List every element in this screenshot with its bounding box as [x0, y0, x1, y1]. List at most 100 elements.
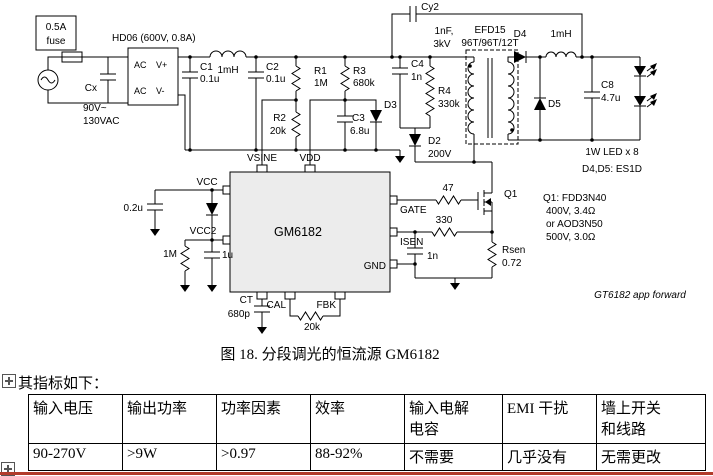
- cvcc-val-label: 0.2u: [124, 203, 143, 214]
- r1-ref-label: R1: [314, 66, 327, 77]
- c2-capacitor: [248, 71, 264, 79]
- q1-mosfet: [477, 162, 493, 242]
- c3-ref-label: C3: [352, 113, 365, 124]
- l2-val-label: 1mH: [550, 29, 571, 40]
- d4-diode: [514, 51, 527, 63]
- r4-resistor: [425, 65, 435, 117]
- rsen-resistor: [487, 241, 497, 268]
- r2-resistor: [291, 111, 301, 138]
- r3-val-label: 680k: [353, 78, 376, 89]
- pin-cal-label: CAL: [267, 300, 287, 311]
- cell-efficiency: 88-92%: [310, 443, 405, 471]
- rgate-val-label: 47: [442, 183, 454, 194]
- rcal-val-label: 20k: [304, 322, 321, 333]
- c1-capacitor: [182, 71, 198, 79]
- transformer: [465, 49, 519, 145]
- r4-ref-label: R4: [438, 86, 451, 97]
- app-note-label: GT6182 app forward: [594, 290, 686, 301]
- c1-val-label: 0.1u: [200, 74, 219, 85]
- ground-symbols: [150, 150, 460, 334]
- cisen-capacitor: [407, 247, 423, 255]
- r3-resistor: [340, 65, 350, 92]
- cy2-val2-label: 3kV: [433, 39, 451, 50]
- col-header-emi: EMI 干扰: [502, 394, 597, 444]
- bridge-vplus-label: V+: [156, 60, 167, 70]
- r4-val-label: 330k: [438, 99, 461, 110]
- pin-gnd-label: GND: [364, 261, 386, 272]
- pin-vdd-label: VDD: [299, 153, 320, 164]
- cct-val-label: 680p: [228, 309, 251, 320]
- intro-text: 其指标如下：: [18, 376, 109, 392]
- pin-isen-label: ISEN: [400, 237, 423, 248]
- pin-vsine-label: VSINE: [247, 153, 277, 164]
- diode-note-label: D4,D5: ES1D: [582, 164, 642, 175]
- pin-gate-label: GATE: [400, 205, 427, 216]
- rsen-val-label: 0.72: [502, 258, 522, 269]
- led-string: [634, 63, 657, 108]
- cy2-ref-label: Cy2: [421, 2, 439, 13]
- col-header-wall-switch: 墙上开关 和线路: [596, 394, 706, 444]
- cell-wall-switch: 无需更改: [596, 443, 706, 471]
- transformer-part-label: EFD15: [474, 25, 506, 36]
- r1-resistor: [291, 65, 301, 92]
- cell-emi: 几乎没有: [502, 443, 597, 471]
- ic-part-label: GM6182: [274, 225, 322, 239]
- pin-ct-label: CT: [240, 295, 253, 306]
- r1-val-label: 1M: [314, 78, 328, 89]
- figure-caption: 图 18. 分段调光的恒流源 GM6182: [220, 347, 440, 363]
- rgate-resistor: [435, 195, 462, 205]
- cx-label: Cx: [85, 83, 97, 94]
- circuit-wires: [47, 13, 641, 322]
- q1-note-line3: or AOD3N50: [546, 219, 603, 230]
- gm6182-ic-body: [229, 171, 391, 293]
- d2-ref-label: D2: [428, 136, 441, 147]
- rcal-resistor: [297, 311, 324, 321]
- d5-ref-label: D5: [548, 99, 561, 110]
- cx-capacitor: [100, 73, 116, 81]
- c3-val-label: 6.8u: [350, 126, 369, 137]
- c8-capacitor: [584, 91, 600, 99]
- d5-diode: [534, 97, 546, 110]
- fuse-word-label: fuse: [47, 36, 66, 47]
- d2-val-label: 200V: [428, 149, 452, 160]
- pin-vcc-label: VCC: [196, 177, 217, 188]
- l1-val-label: 1mH: [217, 65, 238, 76]
- bridge-rectifier: [127, 47, 179, 106]
- cell-power-factor: >0.97: [216, 443, 311, 471]
- cisen-val-label: 1n: [427, 251, 438, 262]
- q1-note-line4: 500V, 3.0Ω: [546, 232, 596, 243]
- r2-val-label: 20k: [270, 126, 287, 137]
- led-string-label: 1W LED x 8: [585, 147, 639, 158]
- col-header-output-power: 输出功率: [122, 394, 217, 444]
- q1-note-line1: Q1: FDD3N40: [543, 193, 607, 204]
- rvcc2-resistor: [180, 245, 190, 272]
- risen-val-label: 330: [436, 215, 453, 226]
- input-voltage-line1: 90V~: [83, 103, 107, 114]
- cell-input-cap: 不需要: [404, 443, 503, 471]
- risen-resistor: [431, 227, 458, 237]
- c2-val-label: 0.1u: [266, 74, 285, 85]
- c8-val-label: 4.7u: [601, 93, 620, 104]
- d2-diode: [409, 134, 421, 147]
- fuse-symbol: [35, 15, 83, 63]
- bridge-vminus-label: V-: [156, 86, 165, 96]
- rvcc2-val-label: 1M: [163, 249, 177, 260]
- transformer-turns-label: 96T/96T/12T: [461, 38, 518, 49]
- cell-input-voltage: 90-270V: [28, 443, 123, 471]
- cvcc2-val-label: 1u: [222, 250, 233, 261]
- spec-table-data-row: 90-270V >9W >0.97 88-92% 不需要 几乎没有 无需更改: [28, 443, 706, 471]
- circuit-schematic: 0.5A fuse HD06 (600V, 0.8A) AC V+ AC V- …: [35, 2, 686, 334]
- cct-capacitor: [254, 305, 270, 313]
- fuse-rating-label: 0.5A: [46, 22, 67, 33]
- table-bottom-border: [0, 472, 713, 475]
- d3-diode: [370, 110, 382, 123]
- pin-fbk-label: FBK: [317, 300, 337, 311]
- c1-ref-label: C1: [200, 62, 213, 73]
- q1-ref-label: Q1: [504, 189, 518, 200]
- table-move-handle-icon[interactable]: [2, 374, 16, 388]
- cvcc2-capacitor: [204, 251, 220, 259]
- ac-source: [37, 69, 59, 91]
- bridge-ac1-label: AC: [134, 60, 147, 70]
- cvcc-capacitor: [147, 203, 163, 211]
